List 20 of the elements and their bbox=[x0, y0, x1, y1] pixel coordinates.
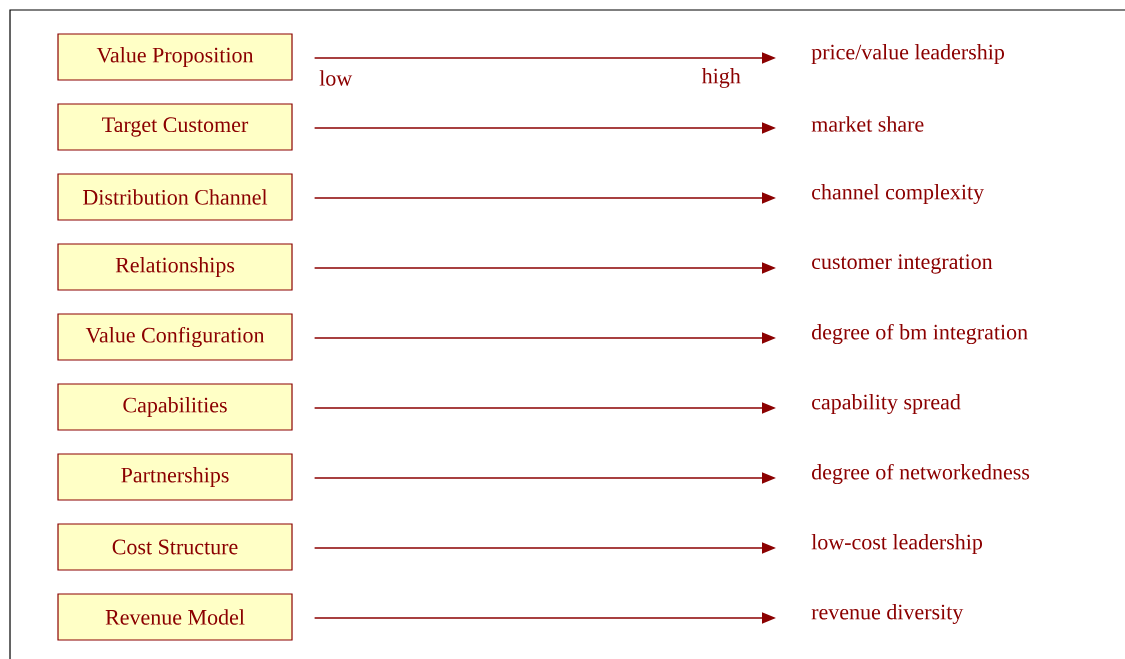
dimension-text: market share bbox=[811, 116, 924, 132]
dimension-text: degree of bm integration bbox=[812, 323, 1028, 345]
category-box: Distribution Channel bbox=[57, 173, 293, 221]
dimension-text: channel complexity bbox=[812, 184, 985, 204]
category-box: Cost Structure bbox=[57, 523, 293, 571]
category-box: Value Configuration bbox=[57, 313, 293, 361]
dimension-text: low-cost leadership bbox=[811, 534, 983, 554]
category-box: Target Customer bbox=[57, 103, 293, 151]
category-box: Value Proposition bbox=[57, 33, 293, 81]
dimension-text: customer integration bbox=[812, 254, 993, 274]
scale-label: low bbox=[319, 70, 353, 86]
category-box: Partnerships bbox=[57, 453, 293, 501]
scale-label: high bbox=[701, 68, 741, 88]
dimension-text: revenue diversity bbox=[811, 604, 964, 624]
category-box: Capabilities bbox=[57, 383, 293, 431]
dimension-text: price/value leadership bbox=[811, 44, 1004, 64]
category-box: Relationships bbox=[57, 243, 293, 291]
dimension-text: degree of networkedness bbox=[812, 463, 1030, 485]
category-box: Revenue Model bbox=[57, 593, 293, 641]
dimension-text: capability spread bbox=[812, 394, 961, 414]
